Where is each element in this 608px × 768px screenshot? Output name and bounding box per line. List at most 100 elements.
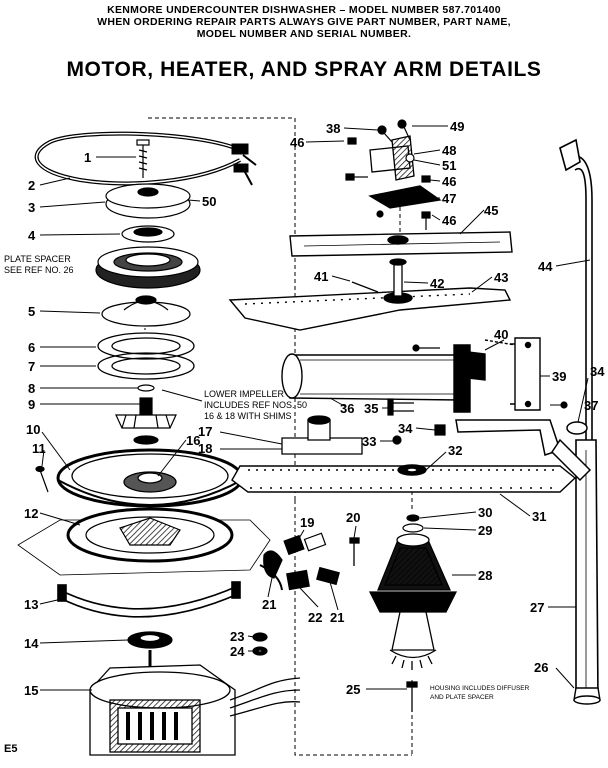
header-ordering-line: WHEN ORDERING REPAIR PARTS ALWAYS GIVE P… [97,16,511,28]
callout-42: 42 [430,276,444,291]
callout-48: 48 [442,143,456,158]
part-bracket-47-48 [368,135,442,209]
callout-36: 36 [340,401,354,416]
header-model-serial-line: MODEL NUMBER AND SERIAL NUMBER. [196,28,412,40]
callout-29: 29 [478,523,492,538]
callout-28: 28 [478,568,492,583]
callout-35: 35 [364,401,378,416]
callout-8: 8 [28,381,35,396]
part-mount-bracket [484,337,541,411]
callout-37: 37 [584,398,598,413]
callout-34-b: 34 [590,364,605,379]
callout-6: 6 [28,340,35,355]
part-supply-tube [281,344,486,413]
housing-note-line1: HOUSING INCLUDES DIFFUSER [430,685,530,692]
callout-34: 34 [398,421,413,436]
page-title: MOTOR, HEATER, AND SPRAY ARM DETAILS [66,58,542,81]
callout-49: 49 [450,119,464,134]
callout-3: 3 [28,200,35,215]
part-washers-29-30 [402,514,424,533]
impeller-note-line3: 16 & 18 WITH SHIMS [204,411,292,421]
impeller-note-line2: INCLUDES REF NOS. 50 [204,400,307,410]
callout-40: 40 [494,327,508,342]
part-diffuser-housing [368,533,458,670]
part-impeller [115,384,177,445]
part-motor [89,650,301,756]
part-screw-11 [35,465,49,493]
part-screw-25 [406,681,418,712]
part-screws-35 [387,398,414,416]
callout-9: 9 [28,397,35,412]
part-spray-tube [559,138,599,703]
callout-45: 45 [484,203,498,218]
callout-2: 2 [28,178,35,193]
part-small-fasteners [345,119,431,230]
callout-13: 13 [24,597,38,612]
callout-21: 21 [262,597,276,612]
housing-note-line2: AND PLATE SPACER [430,694,494,701]
callout-18: 18 [198,441,212,456]
callout-46: 46 [290,135,304,150]
callout-11: 11 [32,441,46,456]
part-bracket [57,581,241,618]
callout-30: 30 [478,505,492,520]
callout-51: 51 [442,158,456,173]
callout-21-b: 21 [330,610,344,625]
part-upper-spray-arm [228,287,512,331]
part-motor-seal [127,631,173,649]
part-screw [136,139,150,178]
part-screw-41-nozzle-42 [351,258,407,297]
part-pump-housing [56,448,244,508]
part-hose-clamps [259,532,340,591]
callout-1: 1 [84,150,91,165]
part-screw-20 [349,537,360,566]
callout-41: 41 [314,269,328,284]
callout-20: 20 [346,510,360,525]
part-fittings-33-34 [392,424,446,445]
callout-17: 17 [198,424,212,439]
callout-15: 15 [24,683,38,698]
callout-46-c: 46 [442,213,456,228]
callout-16: 16 [186,433,200,448]
callout-38: 38 [326,121,340,136]
callout-14: 14 [24,636,39,651]
header-model-line: KENMORE UNDERCOUNTER DISHWASHER – MODEL … [107,4,501,16]
callout-12: 12 [24,506,38,521]
part-disc [105,183,191,219]
part-plate-spacer [95,246,201,289]
callout-labels: 1 2 3 4 5 6 7 8 9 10 11 12 13 14 15 16 1… [24,119,605,698]
plate-spacer-note-line2: SEE REF NO. 26 [4,265,74,275]
part-base-housing [17,507,271,576]
part-gaskets [97,332,195,380]
plate-spacer-note-line1: PLATE SPACER [4,254,71,264]
part-pipe-junction [281,415,363,455]
callout-10: 10 [26,422,40,437]
callout-25: 25 [346,682,360,697]
callout-19: 19 [300,515,314,530]
part-lower-spray-arm [231,464,577,493]
callout-24: 24 [230,644,245,659]
part-screw-40 [412,344,440,352]
callout-33: 33 [362,434,376,449]
callout-47: 47 [442,191,456,206]
callout-32: 32 [448,443,462,458]
part-spray-arm-bar [289,231,513,257]
callout-31: 31 [532,509,546,524]
callout-44: 44 [538,259,553,274]
part-heater-element [34,131,257,186]
callout-46-b: 46 [442,174,456,189]
callout-5: 5 [28,304,35,319]
callout-7: 7 [28,359,35,374]
part-lower-tube-joint [455,419,592,482]
part-tube-cap [573,687,601,705]
callout-26: 26 [534,660,548,675]
part-seal [121,225,175,243]
callout-43: 43 [494,270,508,285]
callout-leader-lines [39,125,591,691]
callout-50: 50 [202,194,216,209]
part-pump-cover [101,295,191,327]
corner-mark: E5 [4,743,17,755]
impeller-note-line1: LOWER IMPELLER [204,389,285,399]
callout-22: 22 [308,610,322,625]
